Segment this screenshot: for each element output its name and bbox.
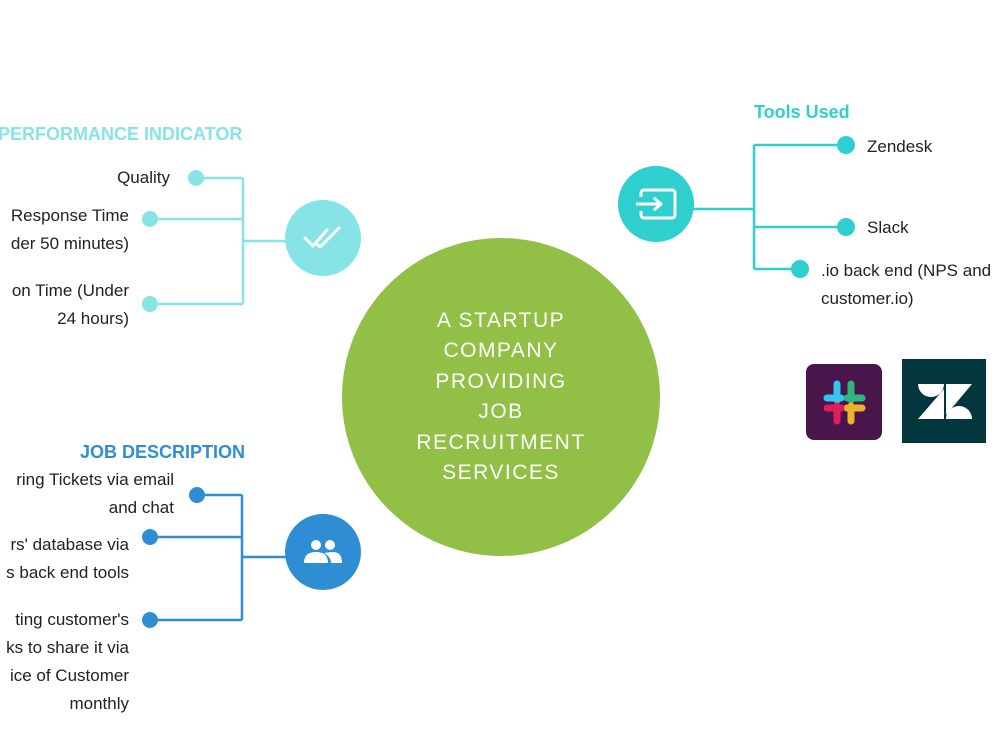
job-item-collecting-cont2: ice of Customer [9, 666, 129, 685]
performance-dots [142, 170, 204, 312]
tools-item-slack: Slack [867, 218, 909, 237]
performance-item-response-time: Response Time [10, 206, 129, 225]
job-item-database: rs' database via [10, 535, 129, 554]
tools-connectors [690, 143, 846, 271]
center-circle [342, 238, 660, 556]
performance-item-response-time-detail: der 50 minutes) [10, 234, 129, 253]
performance-connectors [150, 176, 290, 306]
job-item-tickets: ring Tickets via email [16, 470, 174, 489]
double-check-icon [303, 226, 341, 249]
performance-heading: PERFORMANCE INDICATOR [0, 124, 243, 144]
performance-item-resolution-time: on Time (Under [11, 281, 129, 300]
zendesk-icon [918, 384, 972, 419]
performance-item-quality: Quality [117, 168, 170, 187]
job-hub [285, 514, 361, 590]
tools-item-customerio: .io back end (NPS and [821, 261, 992, 280]
job-item-collecting-cont3: monthly [69, 694, 129, 713]
job-item-collecting-cont1: ks to share it via [6, 638, 129, 657]
performance-hub [285, 200, 361, 276]
slack-icon [823, 380, 866, 425]
center-text: A STARTUP COMPANY PROVIDING JOB RECRUITM… [416, 308, 586, 485]
enter-icon [636, 188, 677, 220]
tools-heading: Tools Used [754, 102, 850, 122]
job-description-heading: JOB DESCRIPTION [80, 442, 246, 462]
performance-item-resolution-time-detail: 24 hours) [57, 309, 129, 328]
tools-item-zendesk: Zendesk [867, 137, 933, 156]
tools-item-customerio-cont: customer.io) [821, 289, 914, 308]
job-item-tickets-cont: and chat [108, 498, 174, 517]
center-label: A STARTUP COMPANY PROVIDING JOB RECRUITM… [342, 238, 660, 556]
job-dots [142, 487, 205, 628]
tools-dots [791, 136, 855, 278]
slack-logo [806, 364, 882, 440]
people-icon [304, 540, 342, 563]
job-item-database-cont: s back end tools [6, 563, 129, 582]
job-item-collecting: ting customer's [15, 610, 129, 629]
zendesk-logo [902, 359, 986, 443]
